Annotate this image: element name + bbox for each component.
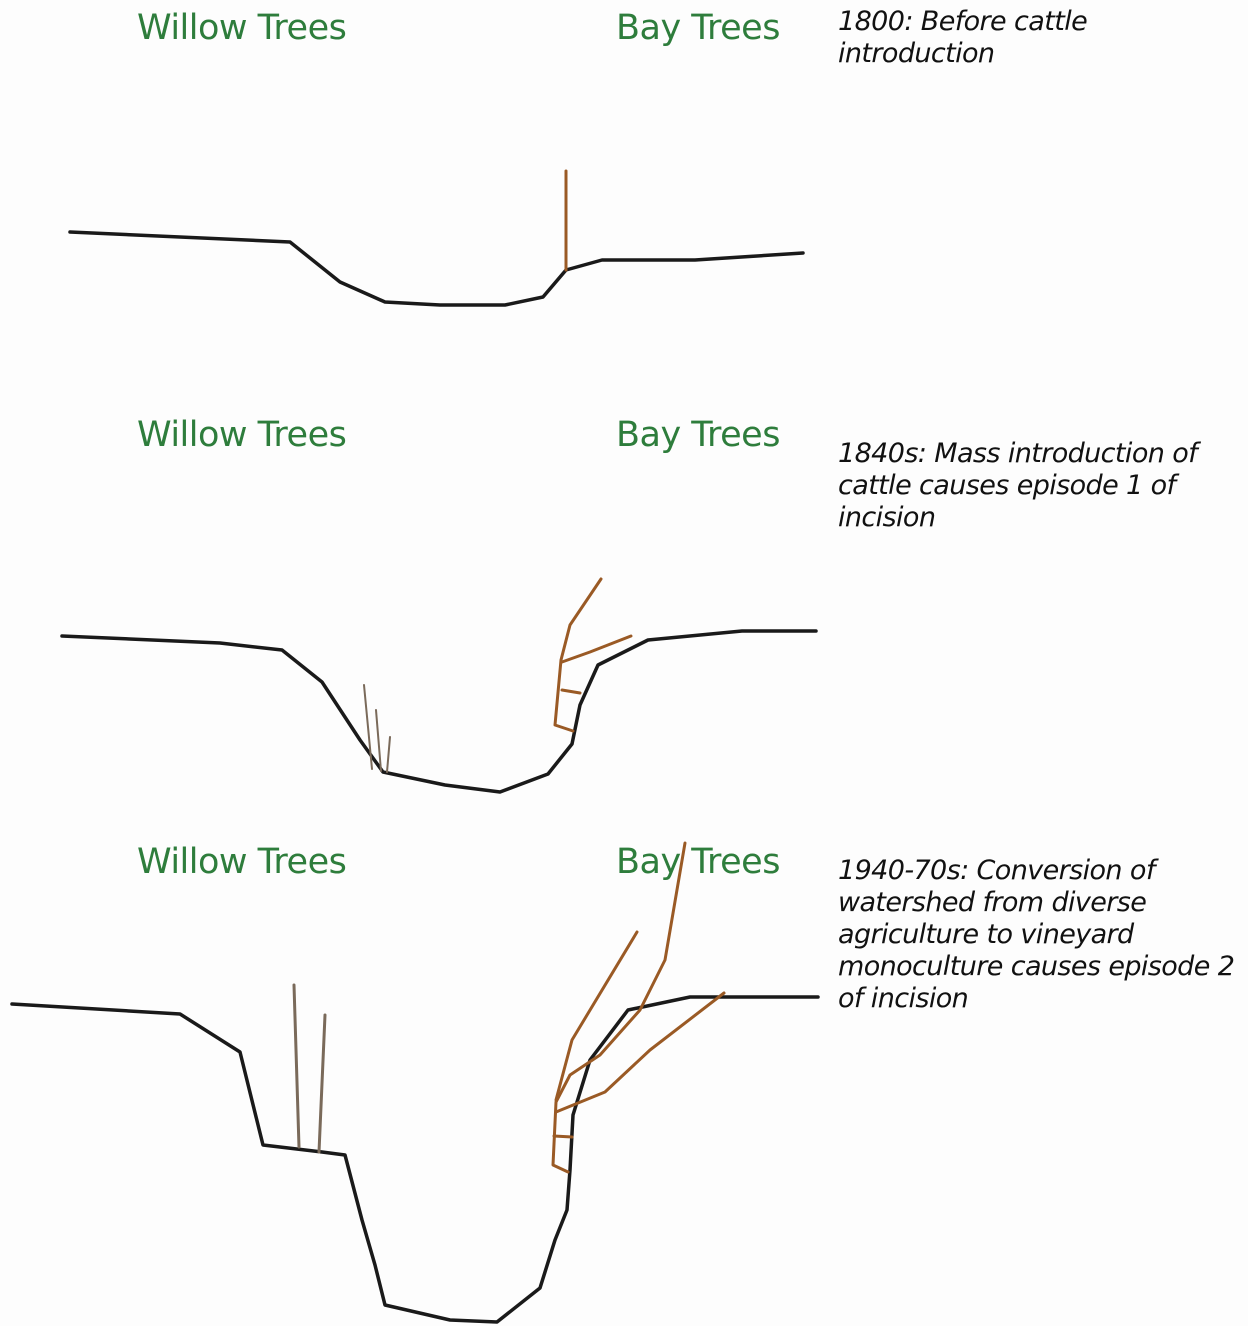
channel-profile-1840s xyxy=(62,631,816,792)
panel-1840s xyxy=(62,579,816,792)
bay-root-branch xyxy=(562,690,580,693)
bay-root-branch xyxy=(562,636,631,662)
willow-root xyxy=(319,1015,325,1152)
willow-root xyxy=(364,685,372,769)
panel-1940-70s xyxy=(12,843,818,1322)
channel-profile-1940-70s xyxy=(12,997,818,1322)
willow-roots-1840s xyxy=(364,685,390,772)
willow-root xyxy=(387,737,390,772)
channel-profile-1800 xyxy=(70,232,803,305)
willow-root xyxy=(294,985,299,1147)
panel-1800 xyxy=(70,171,803,305)
bay-root-branch xyxy=(554,1136,572,1137)
willow-roots-1940-70s xyxy=(294,985,325,1152)
